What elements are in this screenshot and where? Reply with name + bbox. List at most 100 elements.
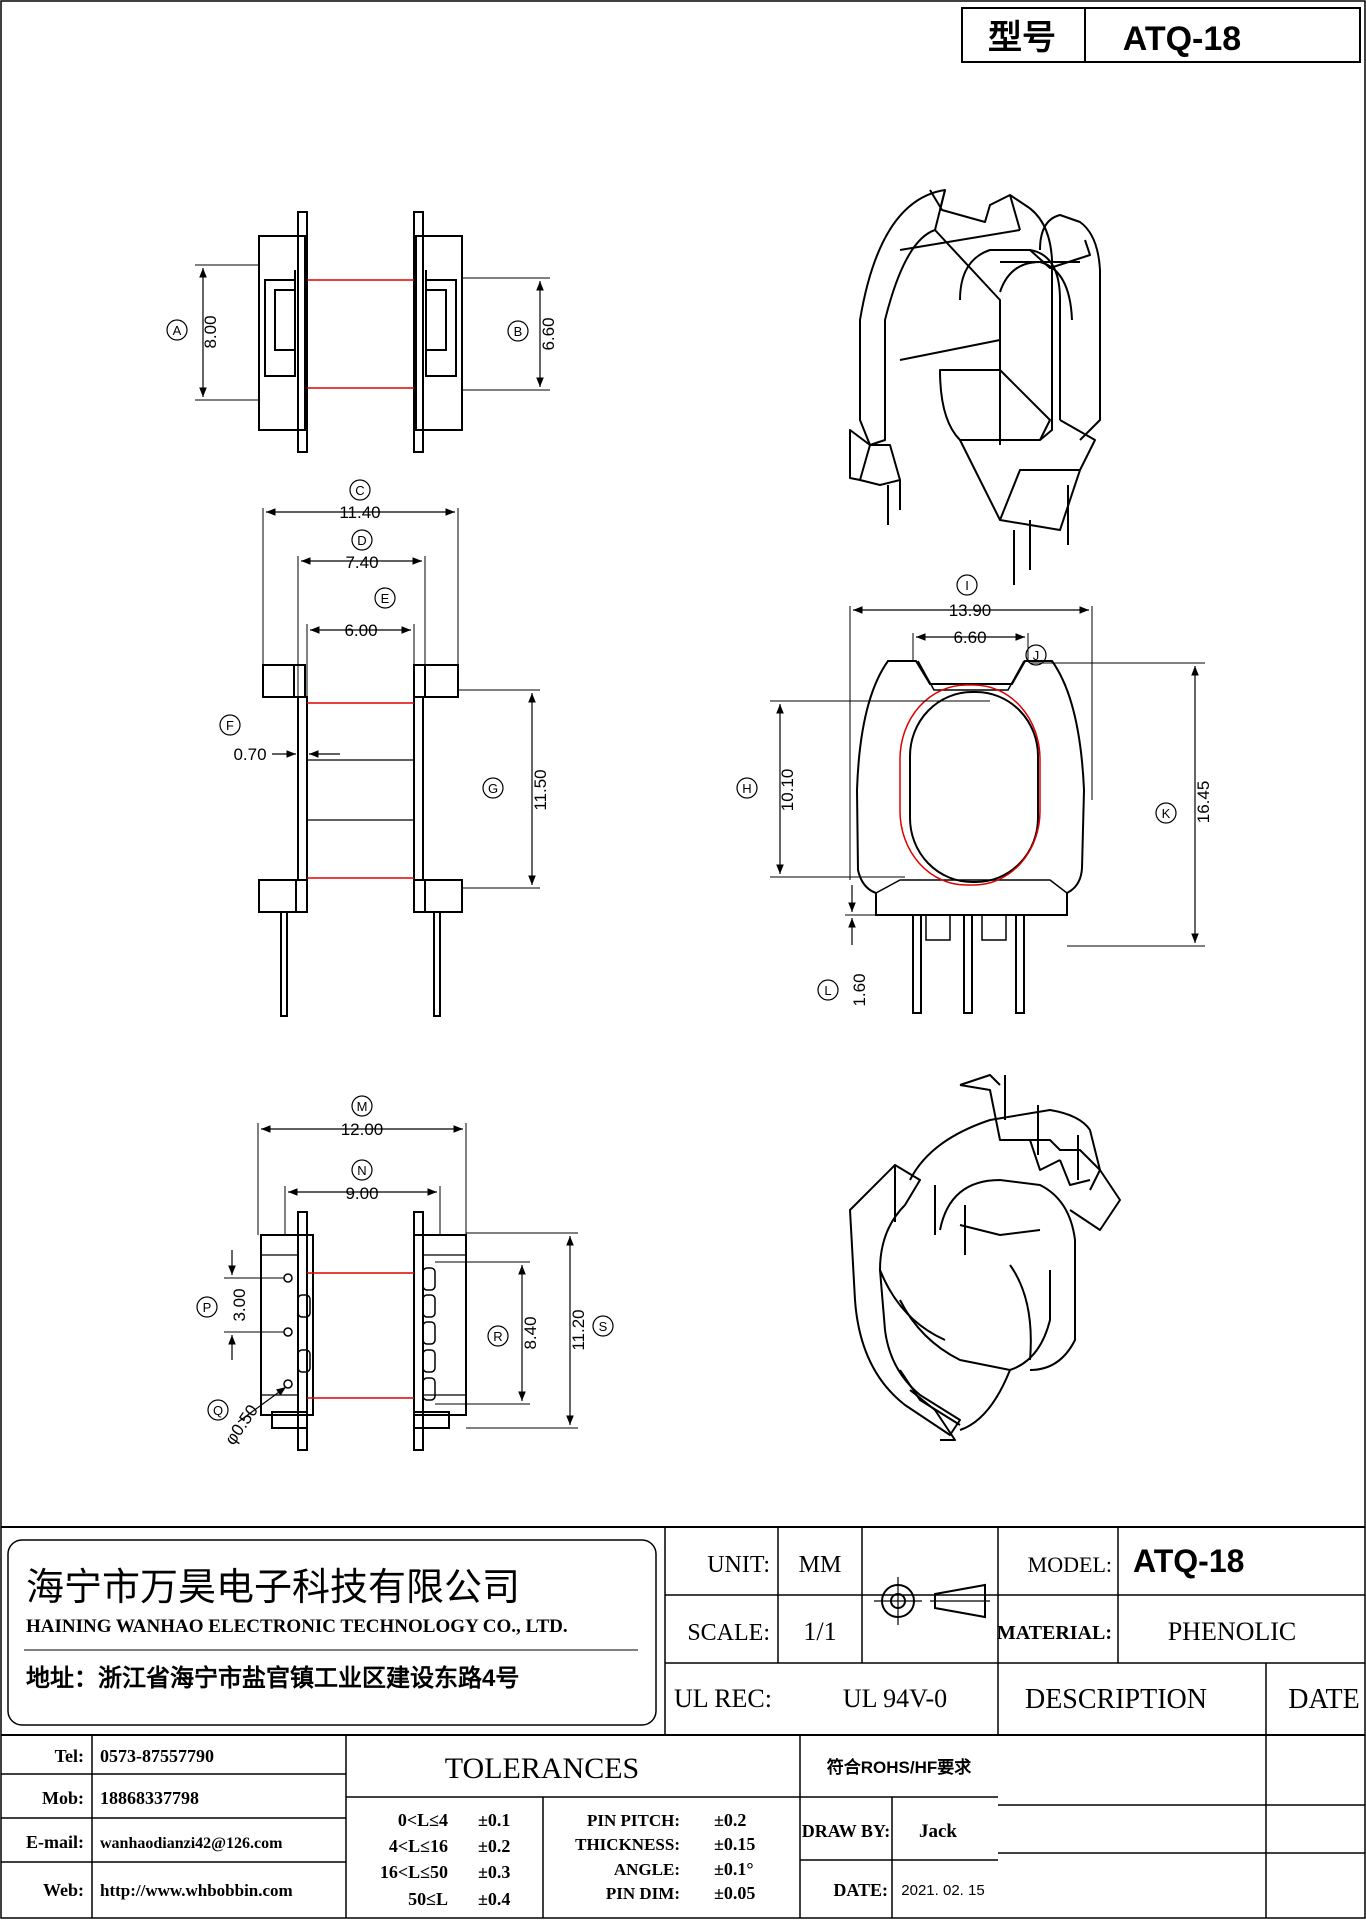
dim-p-letter: P xyxy=(203,1300,212,1315)
dim-i-value: 13.90 xyxy=(949,601,992,620)
tol-value-3: ±0.3 xyxy=(478,1862,510,1882)
dim-a-letter: A xyxy=(173,323,182,338)
dimension-i: 13.90 I xyxy=(849,574,1093,880)
dim-m-value: 12.00 xyxy=(341,1120,384,1139)
dimension-q: φ0.50 Q xyxy=(207,1386,287,1448)
dim-r-value: 8.40 xyxy=(521,1316,540,1349)
email-label: E-mail: xyxy=(26,1832,84,1852)
date-value: 2021. 02. 15 xyxy=(901,1882,984,1899)
dim-e-letter: E xyxy=(381,591,390,606)
dim-j-value: 6.60 xyxy=(953,628,986,647)
email-value: wanhaodianzi42@126.com xyxy=(100,1835,283,1852)
dim-r-letter: R xyxy=(493,1329,502,1344)
scale-label: SCALE: xyxy=(687,1620,770,1646)
spec-tol-4: ±0.05 xyxy=(714,1883,755,1903)
dimension-l: 1.60 L xyxy=(817,885,876,1007)
dimension-s: 11.20 S xyxy=(466,1232,614,1429)
dim-d-value: 7.40 xyxy=(345,553,378,572)
model-label: MODEL: xyxy=(1028,1552,1112,1577)
top-view xyxy=(258,211,463,453)
dim-a-value: 8.00 xyxy=(201,315,220,348)
header-model-label: 型号 xyxy=(988,19,1056,57)
tolerances-title: TOLERANCES xyxy=(445,1752,639,1785)
dim-c-value: 11.40 xyxy=(339,503,380,522)
scale-value: 1/1 xyxy=(803,1617,836,1646)
company-name-cn: 海宁市万昊电子科技有限公司 xyxy=(26,1567,520,1609)
drawby-value: Jack xyxy=(919,1821,957,1842)
dimension-h: 10.10 H xyxy=(736,700,990,878)
spec-tol-2: ±0.15 xyxy=(714,1834,755,1854)
spec-name-3: ANGLE: xyxy=(614,1860,680,1879)
dim-e-value: 6.00 xyxy=(344,621,377,640)
front-view xyxy=(258,664,463,1017)
ulrec-label: UL REC: xyxy=(674,1684,772,1713)
dim-m-letter: M xyxy=(357,1099,368,1114)
isometric-view-bottom xyxy=(849,1074,1121,1441)
dim-b-value: 6.60 xyxy=(539,317,558,350)
dimension-c: 11.40 C xyxy=(262,479,459,665)
web-value: http://www.whbobbin.com xyxy=(100,1881,293,1900)
dim-b-letter: B xyxy=(514,324,523,339)
tol-range-3: 16<L≤50 xyxy=(380,1862,448,1882)
dim-h-letter: H xyxy=(742,781,751,796)
spec-tol-1: ±0.2 xyxy=(714,1810,746,1830)
dimension-j: 6.60 J xyxy=(912,628,1047,666)
dim-g-value: 11.50 xyxy=(531,769,550,810)
date-label: DATE xyxy=(1288,1684,1360,1715)
spec-name-1: PIN PITCH: xyxy=(587,1811,680,1830)
dimension-e: 6.00 E xyxy=(306,587,415,697)
dim-g-letter: G xyxy=(488,781,498,796)
dim-p-value: 3.00 xyxy=(230,1288,249,1321)
dim-q-letter: Q xyxy=(213,1403,223,1418)
material-value: PHENOLIC xyxy=(1168,1617,1297,1646)
spec-name-4: PIN DIM: xyxy=(606,1884,680,1903)
date-field-label: DATE: xyxy=(833,1880,888,1900)
dimension-g: 11.50 G xyxy=(458,689,550,889)
rohs-note: 符合ROHS/HF要求 xyxy=(827,1757,972,1777)
dim-d-letter: D xyxy=(357,533,366,548)
description-label: DESCRIPTION xyxy=(1025,1684,1207,1715)
dim-c-letter: C xyxy=(355,483,364,498)
tol-value-1: ±0.1 xyxy=(478,1810,510,1830)
title-block xyxy=(1,1526,1365,1918)
company-address: 地址：浙江省海宁市盐官镇工业区建设东路4号 xyxy=(26,1664,519,1692)
tol-range-1: 0<L≤4 xyxy=(398,1810,448,1830)
bottom-view xyxy=(260,1211,467,1451)
dim-f-letter: F xyxy=(226,718,234,733)
header-model-box: 型号 ATQ-18 xyxy=(961,7,1361,63)
dim-l-value: 1.60 xyxy=(850,973,869,1006)
tol-range-4: 50≤L xyxy=(408,1889,448,1909)
dim-s-value: 11.20 xyxy=(569,1309,588,1350)
model-value: ATQ-18 xyxy=(1133,1543,1244,1579)
dim-i-letter: I xyxy=(965,578,969,593)
dimension-b: 6.60 B xyxy=(462,277,558,391)
drawby-label: DRAW BY: xyxy=(802,1821,891,1841)
dimension-m: 12.00 M xyxy=(257,1095,467,1235)
tol-value-2: ±0.2 xyxy=(478,1836,510,1856)
spec-tol-3: ±0.1° xyxy=(714,1859,754,1879)
dim-j-letter: J xyxy=(1033,648,1040,663)
dim-n-value: 9.00 xyxy=(345,1184,378,1203)
unit-value: MM xyxy=(799,1552,842,1578)
material-label: MATERIAL: xyxy=(997,1622,1112,1644)
isometric-view-top xyxy=(849,189,1101,585)
dimension-a: 8.00 A xyxy=(166,264,260,401)
dimension-d: 7.40 D xyxy=(297,529,426,697)
tol-value-4: ±0.4 xyxy=(478,1889,510,1909)
header-model-value: ATQ-18 xyxy=(1123,20,1241,58)
tel-value: 0573-87557790 xyxy=(100,1746,214,1766)
projection-symbol-icon xyxy=(874,1577,990,1625)
side-view xyxy=(855,660,1086,1014)
dim-s-letter: S xyxy=(599,1319,608,1334)
dimension-n: 9.00 N xyxy=(284,1159,441,1235)
tel-label: Tel: xyxy=(55,1746,84,1766)
tol-range-2: 4<L≤16 xyxy=(389,1836,448,1856)
dim-f-value: 0.70 xyxy=(233,745,266,764)
spec-name-2: THICKNESS: xyxy=(575,1835,680,1854)
dim-l-letter: L xyxy=(824,983,831,998)
dim-h-value: 10.10 xyxy=(778,769,797,812)
web-label: Web: xyxy=(43,1880,84,1900)
mob-label: Mob: xyxy=(42,1788,84,1808)
